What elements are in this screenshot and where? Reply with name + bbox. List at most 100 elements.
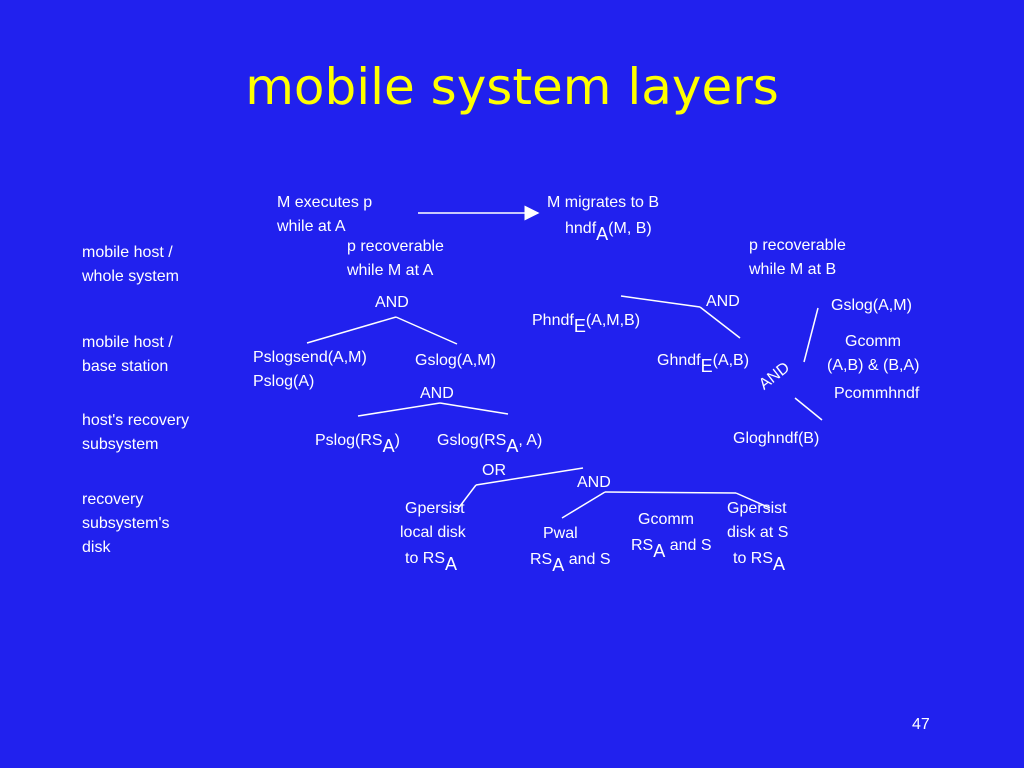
and4-upper-branch (803, 307, 819, 363)
operator-or: OR (482, 462, 506, 479)
node-text-line: to RSA (727, 545, 788, 574)
and2-right-branch (699, 306, 741, 339)
node-gpersist-local: Gpersist local disk to RSA (400, 497, 466, 574)
layer-label-line: subsystem's (82, 515, 170, 532)
node-ghndf: GhndfE(A,B) (657, 347, 750, 376)
node-phndf: PhndfE(A,M,B) (532, 307, 641, 336)
layer-label-line: whole system (82, 268, 179, 285)
subscript: A (382, 436, 395, 456)
subscript: A (596, 224, 609, 244)
node-m-migrates: M migrates to B hndfA(M, B) (547, 191, 660, 244)
node-text: Phndf (532, 312, 574, 329)
subscript: A (552, 555, 565, 575)
node-pcommhndf: Pcommhndf (834, 385, 920, 402)
node-text: to RS (733, 550, 774, 567)
node-gslog-am-left: Gslog(A,M) (415, 352, 496, 369)
node-pslogsend: Pslogsend(A,M) Pslog(A) (253, 346, 367, 394)
subscript: E (700, 356, 713, 376)
node-text: (M, B) (608, 220, 652, 237)
node-text: Ghndf (657, 352, 701, 369)
layer-host-recovery-subsystem: host's recovery subsystem (82, 409, 189, 457)
node-text: M migrates to B (547, 194, 660, 211)
node-text: (A,B) (712, 352, 750, 369)
node-text: Gcomm (638, 511, 694, 528)
layer-label-line: recovery (82, 491, 144, 508)
and5-top-branch (604, 491, 737, 494)
node-text: to RS (405, 550, 446, 567)
node-text: ) (394, 432, 400, 449)
node-p-recoverable-a: p recoverable while M at A (347, 235, 444, 283)
node-text: p recoverable (347, 238, 444, 255)
and1-right-branch (395, 316, 458, 345)
node-text: Gcomm (845, 333, 901, 350)
node-text-line: hndfA(M, B) (547, 215, 659, 244)
and4-lower-branch (794, 397, 823, 421)
node-p-recoverable-b: p recoverable while M at B (749, 234, 846, 282)
node-text: while M at B (749, 261, 837, 278)
node-text: Pwal (543, 525, 578, 542)
and5-right-branch (735, 492, 771, 509)
node-text-line: RSA and S (631, 532, 712, 561)
or-down-branch (456, 484, 477, 511)
and2-left-branch (620, 295, 701, 308)
node-text: local disk (400, 524, 466, 541)
subscript: A (773, 554, 786, 574)
operator-and-3: AND (420, 385, 454, 402)
subscript: A (506, 436, 519, 456)
layer-label-line: disk (82, 539, 111, 556)
layer-label-line: base station (82, 358, 169, 375)
node-text: Gpersist (727, 500, 787, 517)
slide-title: mobile system layers (245, 58, 779, 116)
node-m-executes: M executes p while at A (277, 191, 372, 239)
layer-label-line: subsystem (82, 436, 159, 453)
node-gslog-am-right: Gslog(A,M) (831, 297, 912, 314)
node-gloghndf: Gloghndf(B) (733, 430, 820, 447)
node-gcomm-rs: Gcomm RSA and S (631, 508, 712, 561)
node-text: hndf (565, 220, 597, 237)
and5-left-branch (561, 491, 606, 519)
subscript: A (445, 554, 458, 574)
node-text: disk at S (727, 524, 789, 541)
layer-label-line: host's recovery (82, 412, 190, 429)
node-text: Pslog(RS (315, 432, 383, 449)
node-text: while M at A (347, 262, 434, 279)
node-gcomm-ab: Gcomm (A,B) & (B,A) (827, 330, 919, 378)
node-text: (A,M,B) (585, 312, 641, 329)
node-text: , A) (518, 432, 543, 449)
node-text: RS (530, 551, 553, 568)
node-text: p recoverable (749, 237, 846, 254)
node-text: Pslogsend(A,M) (253, 349, 367, 366)
and1-left-branch (306, 316, 397, 344)
layer-mobile-host-base-station: mobile host / base station (82, 331, 173, 379)
layer-label-line: mobile host / (82, 244, 173, 261)
node-gslog-rs: Gslog(RSA, A) (437, 427, 543, 456)
layer-label-line: mobile host / (82, 334, 173, 351)
node-text: while at A (277, 218, 346, 235)
node-text: Pslog(A) (253, 373, 315, 390)
operator-and-2: AND (706, 293, 740, 310)
layer-recovery-subsystem-disk: recovery subsystem's disk (82, 488, 170, 560)
node-text: Gslog(RS (437, 432, 507, 449)
node-text: and S (564, 551, 611, 568)
and3-left-branch (357, 402, 441, 417)
node-text-line: to RSA (400, 545, 466, 574)
operator-and-1: AND (375, 294, 409, 311)
node-text: M executes p (277, 194, 373, 211)
node-text-line: RSA and S (530, 546, 611, 575)
node-gpersist-s: Gpersist disk at S to RSA (727, 497, 789, 574)
subscript: E (573, 316, 586, 336)
layer-mobile-host-whole-system: mobile host / whole system (82, 241, 179, 289)
node-text: Gpersist (405, 500, 465, 517)
node-text: RS (631, 537, 654, 554)
node-pslog-rs: Pslog(RSA) (315, 427, 400, 456)
node-text: and S (665, 537, 712, 554)
node-text: (A,B) & (B,A) (827, 357, 920, 374)
and3-right-branch (439, 402, 509, 415)
or-left-branch (475, 467, 584, 486)
operator-and-5: AND (577, 474, 611, 491)
subscript: A (653, 541, 666, 561)
node-pwal: Pwal RSA and S (530, 522, 611, 575)
page-number: 47 (912, 716, 930, 733)
